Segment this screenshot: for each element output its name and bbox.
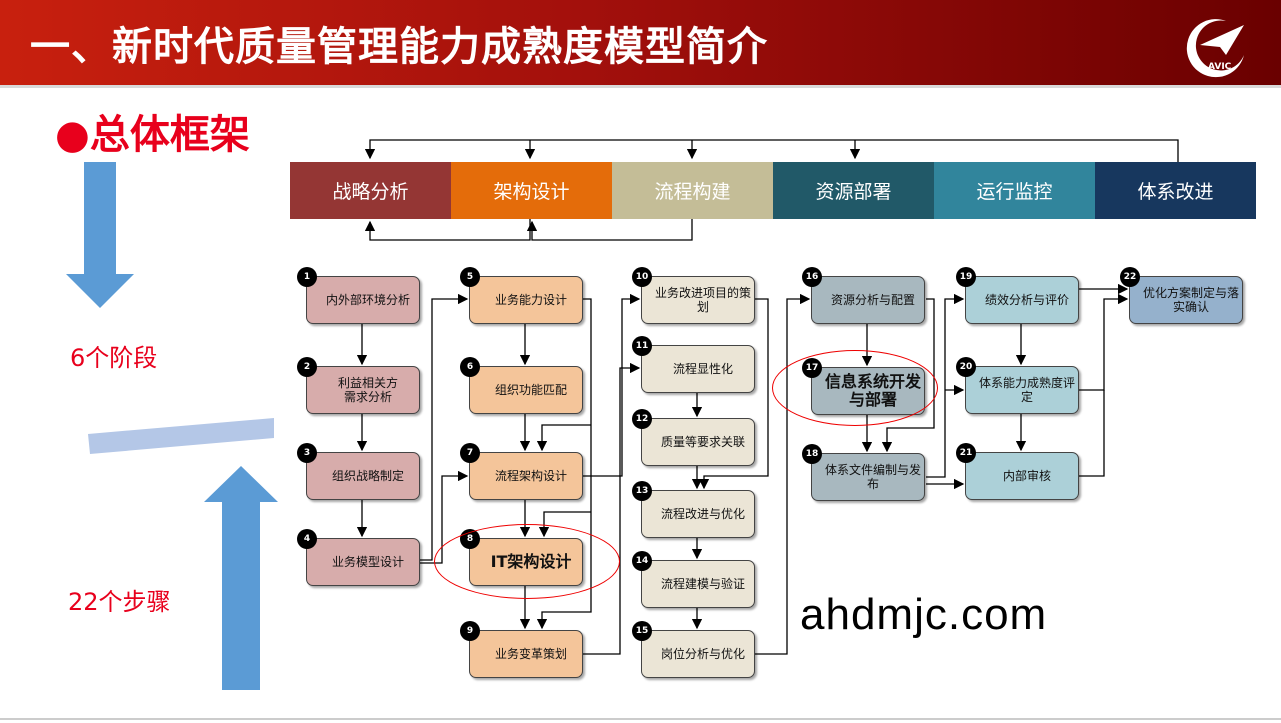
step-label: 质量等要求关联 [660,434,745,449]
header-divider [0,85,1281,88]
left-decor [66,162,278,690]
highlight-ellipse [772,350,938,426]
step-label: 组织战略制定 [331,468,404,483]
step-box-21: 21 内部审核 [956,443,1079,500]
steps-label: 22个步骤 [68,588,171,616]
step-number-badge: 22 [1120,267,1140,287]
step-label: 组织功能匹配 [494,382,567,397]
header-bar: 一、新时代质量管理能力成熟度模型简介 AVIC [0,0,1281,85]
page-title: 一、新时代质量管理能力成熟度模型简介 [30,24,768,70]
step-box-3: 3 组织战略制定 [297,443,420,500]
step-label: 流程建模与验证 [660,576,745,591]
step-box-15: 15 岗位分析与优化 [632,621,755,678]
step-number-badge: 21 [956,443,976,463]
step-label: 流程架构设计 [494,468,567,483]
step-label: 内部审核 [1002,468,1051,483]
step-box-16: 16 资源分析与配置 [802,267,925,324]
step-label: 绩效分析与评价 [984,292,1069,307]
step-number-badge: 7 [460,443,480,463]
watermark: ahdmjc.com [800,590,1048,639]
step-number-badge: 19 [956,267,976,287]
step-label: 业务能力设计 [494,292,567,307]
step-box-19: 19 绩效分析与评价 [956,267,1079,324]
step-box-14: 14 流程建模与验证 [632,551,755,608]
step-box-9: 9 业务变革策划 [460,621,583,678]
stages-label: 6个阶段 [70,344,158,372]
phase-4: 资源部署 [773,162,934,219]
step-label: 利益相关方 需求分析 [337,375,398,404]
step-label: 岗位分析与优化 [660,646,745,661]
step-number-badge: 6 [460,357,480,377]
step-box-12: 12 质量等要求关联 [632,409,755,466]
footer-divider [0,718,1281,720]
phase-5: 运行监控 [934,162,1095,219]
step-number-badge: 5 [460,267,480,287]
step-box-5: 5 业务能力设计 [460,267,583,324]
step-number-badge: 13 [632,481,652,501]
step-number-badge: 3 [297,443,317,463]
step-box-2: 2 利益相关方 需求分析 [297,357,420,414]
down-arrow-icon [66,162,134,308]
step-label: 流程改进与优化 [660,506,745,521]
step-label: 流程显性化 [672,361,733,376]
step-number-badge: 12 [632,409,652,429]
step-number-badge: 4 [297,529,317,549]
step-number-badge: 16 [802,267,822,287]
step-box-1: 1 内外部环境分析 [297,267,420,324]
avic-logo-icon: AVIC [1186,19,1244,78]
step-label: 内外部环境分析 [325,292,410,307]
step-box-13: 13 流程改进与优化 [632,481,755,538]
step-label: 业务变革策划 [494,646,567,661]
step-number-badge: 1 [297,267,317,287]
step-number-badge: 2 [297,357,317,377]
phase-1: 战略分析 [290,162,451,219]
step-number-badge: 10 [632,267,652,287]
step-number-badge: 20 [956,357,976,377]
step-box-11: 11 流程显性化 [632,336,755,393]
step-label: 体系能力成熟度评定 [979,375,1076,404]
step-number-badge: 18 [802,444,822,464]
step-label: 优化方案制定与落实确认 [1143,285,1240,314]
step-label: 业务模型设计 [331,554,404,569]
step-box-4: 4 业务模型设计 [297,529,420,586]
step-box-6: 6 组织功能匹配 [460,357,583,414]
step-label: 体系文件编制与发布 [825,462,922,491]
step-label: 业务改进项目的策划 [655,285,752,314]
divider-bar [88,418,274,454]
phase-3: 流程构建 [612,162,773,219]
step-number-badge: 15 [632,621,652,641]
logo-text: AVIC [1208,62,1232,72]
step-box-7: 7 流程架构设计 [460,443,583,500]
step-number-badge: 9 [460,621,480,641]
up-arrow-icon [204,466,278,690]
step-number-badge: 11 [632,336,652,356]
step-number-badge: 14 [632,551,652,571]
step-label: 资源分析与配置 [830,292,915,307]
phase-6: 体系改进 [1095,162,1256,219]
phase-2: 架构设计 [451,162,612,219]
section-heading: ●总体框架 [55,112,250,158]
highlight-ellipse [434,524,620,599]
